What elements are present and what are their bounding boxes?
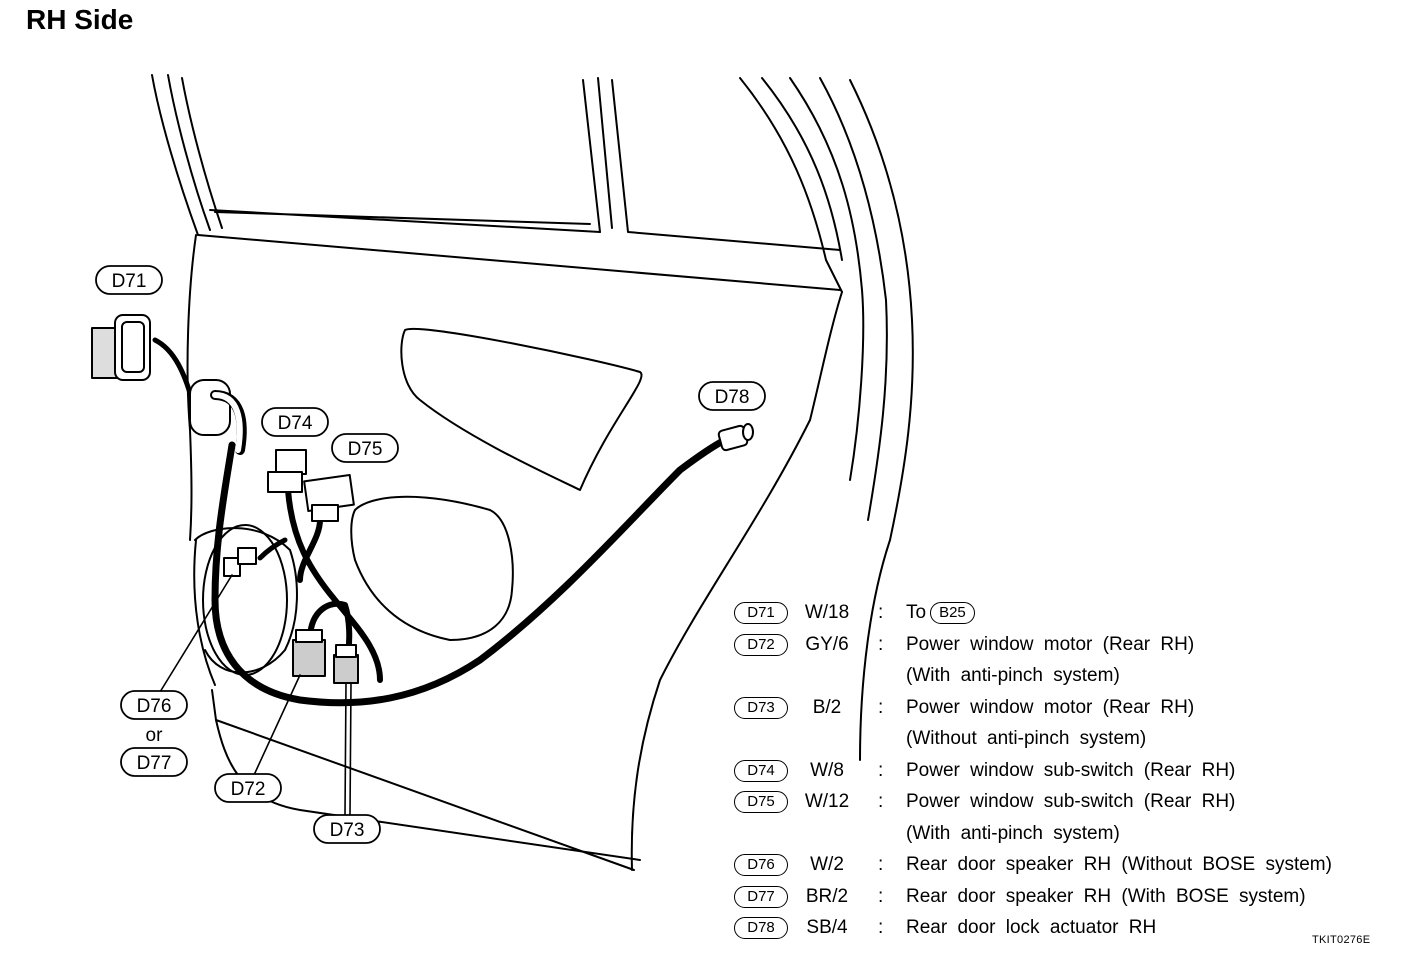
legend-row-d78: D78 SB/4 : Rear door lock actuator RH bbox=[732, 912, 1402, 944]
legend-wire: B/2 bbox=[812, 696, 842, 718]
legend-desc: Rear door speaker RH (With BOSE system) bbox=[906, 885, 1306, 907]
connector-d78 bbox=[717, 423, 754, 452]
legend-colon: : bbox=[878, 885, 884, 907]
callout-d74: D74 bbox=[278, 413, 313, 434]
legend-desc: Power window motor (Rear RH) bbox=[906, 696, 1195, 718]
connector-d76-d77 bbox=[223, 547, 257, 577]
callout-d78: D78 bbox=[715, 387, 750, 408]
callout-d73: D73 bbox=[330, 820, 365, 841]
leader-lines bbox=[159, 574, 352, 816]
legend-tag: D72 bbox=[734, 633, 788, 656]
main-harness bbox=[211, 436, 729, 707]
legend-desc-text: To bbox=[906, 602, 927, 623]
connector-d75 bbox=[303, 473, 355, 522]
callout-bubbles bbox=[95, 265, 766, 844]
legend-wire: SB/4 bbox=[806, 917, 848, 938]
harness-branch-d75 bbox=[297, 517, 323, 583]
door-frame-outline bbox=[151, 74, 914, 871]
callout-d71: D71 bbox=[112, 271, 147, 292]
legend-ref-tag: B25 bbox=[930, 601, 975, 624]
legend-desc-continued: (With anti-pinch system) bbox=[906, 665, 1120, 686]
legend-row-d77: D77 BR/2 : Rear door speaker RH (With BO… bbox=[732, 881, 1402, 913]
legend-colon: : bbox=[878, 854, 884, 875]
legend-tag: D71 bbox=[734, 602, 788, 624]
legend-tag: D74 bbox=[734, 759, 788, 782]
legend-desc-continued: (Without anti-pinch system) bbox=[906, 728, 1147, 749]
legend-wire: W/12 bbox=[804, 791, 850, 812]
callout-d72: D72 bbox=[231, 779, 266, 800]
legend-row-d74: D74 W/8 : Power window sub-switch (Rear … bbox=[732, 755, 1402, 787]
legend-row-d72-cont: (With anti-pinch system) bbox=[732, 660, 1402, 692]
legend-wire: W/2 bbox=[810, 854, 844, 875]
page-title: RH Side bbox=[26, 4, 134, 35]
document-id: TKIT0276E bbox=[1312, 934, 1371, 946]
legend-row-d73: D73 B/2 : Power window motor (Rear RH) bbox=[732, 692, 1402, 724]
harness-grommet bbox=[189, 379, 247, 455]
legend-row-d73-cont: (Without anti-pinch system) bbox=[732, 723, 1402, 755]
legend-row-d75-cont: (With anti-pinch system) bbox=[732, 818, 1402, 850]
connector-d73 bbox=[333, 644, 359, 684]
legend-desc: Rear door speaker RH (Without BOSE syste… bbox=[906, 854, 1332, 875]
legend-wire: W/8 bbox=[810, 759, 844, 781]
legend-colon: : bbox=[878, 602, 884, 623]
legend-colon: : bbox=[878, 917, 884, 938]
door-panel-cutout-upper bbox=[400, 328, 643, 491]
callout-d77: D77 bbox=[137, 753, 172, 774]
legend-desc: Rear door lock actuator RH bbox=[906, 917, 1157, 938]
connector-d72 bbox=[292, 629, 326, 677]
legend-tag: D73 bbox=[734, 696, 788, 719]
legend-tag: D75 bbox=[734, 791, 788, 813]
legend-colon: : bbox=[878, 696, 884, 718]
legend-colon: : bbox=[878, 759, 884, 781]
legend-desc-continued: (With anti-pinch system) bbox=[906, 822, 1120, 844]
callout-or: or bbox=[146, 725, 164, 746]
harness-branch-d76 bbox=[257, 537, 288, 561]
harness-branch-d71 bbox=[152, 337, 195, 403]
legend-colon: : bbox=[878, 633, 884, 655]
legend-tag: D78 bbox=[734, 917, 788, 939]
connector-d74 bbox=[267, 449, 307, 493]
legend-desc: Power window sub-switch (Rear RH) bbox=[906, 759, 1236, 781]
legend-wire: BR/2 bbox=[805, 885, 849, 907]
legend-tag: D76 bbox=[734, 854, 788, 876]
legend-tag: D77 bbox=[734, 885, 788, 908]
legend-desc: Power window sub-switch (Rear RH) bbox=[906, 791, 1236, 812]
harness-branch-d72 bbox=[307, 600, 353, 658]
legend-wire: W/18 bbox=[804, 602, 850, 623]
callout-d76: D76 bbox=[137, 696, 172, 717]
legend-colon: : bbox=[878, 791, 884, 812]
connector-d71 bbox=[91, 314, 151, 381]
door-panel-cutout-lower bbox=[350, 495, 514, 641]
harness-branch-d74 bbox=[285, 487, 383, 683]
legend-wire: GY/6 bbox=[805, 633, 849, 655]
legend-desc: Power window motor (Rear RH) bbox=[906, 633, 1195, 655]
legend-row-d76: D76 W/2 : Rear door speaker RH (Without … bbox=[732, 849, 1402, 881]
callout-d75: D75 bbox=[348, 439, 383, 460]
legend-row-d72: D72 GY/6 : Power window motor (Rear RH) bbox=[732, 629, 1402, 661]
legend-row-d75: D75 W/12 : Power window sub-switch (Rear… bbox=[732, 786, 1402, 818]
